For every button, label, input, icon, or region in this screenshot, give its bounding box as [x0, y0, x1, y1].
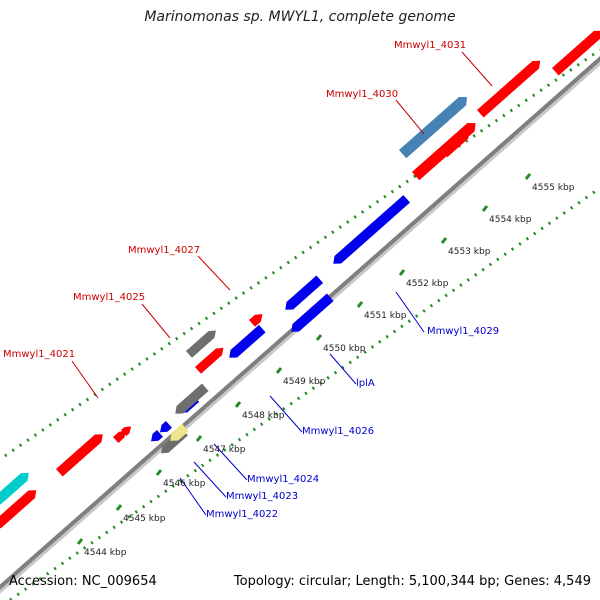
scale-label: 4555 kbp	[532, 183, 575, 193]
scale-label: 4544 kbp	[84, 548, 127, 558]
gene-feature[interactable]	[195, 344, 226, 374]
tick-mark	[76, 538, 84, 545]
gene-feature[interactable]	[399, 93, 471, 159]
gene-feature[interactable]	[440, 126, 473, 158]
gene-label: Mmwyl1_4029	[427, 326, 499, 337]
gene-feature[interactable]	[0, 487, 40, 529]
scale-label: 4546 kbp	[163, 479, 206, 489]
scale-label: 4553 kbp	[448, 247, 491, 257]
label-leaders	[71, 51, 493, 516]
gene-label: Mmwyl1_4030	[326, 89, 398, 100]
label-leader	[179, 477, 207, 516]
label-leader	[269, 395, 303, 433]
gene-label: Mmwyl1_4023	[226, 491, 298, 502]
tick-mark	[275, 367, 283, 374]
gene-feature[interactable]	[56, 431, 106, 477]
gene-label: Mmwyl1_4021	[3, 349, 75, 360]
scale-label: 4545 kbp	[123, 514, 166, 524]
gene-feature[interactable]	[288, 293, 334, 336]
gene-feature[interactable]	[552, 27, 600, 76]
tick-mark	[155, 469, 163, 476]
gene-feature[interactable]	[249, 311, 265, 327]
gene-label: Mmwyl1_4031	[394, 40, 466, 51]
gene-feature[interactable]	[330, 195, 411, 267]
label-leader	[213, 443, 248, 481]
scale-label: 4552 kbp	[406, 279, 449, 289]
reverse-tick-track	[9, 186, 600, 600]
map-title: Marinomonas sp. MWYL1, complete genome	[144, 9, 456, 25]
label-leader	[141, 303, 171, 339]
gene-label: Mmwyl1_4024	[247, 474, 319, 485]
scale-label: 4548 kbp	[242, 411, 285, 421]
tick-mark	[234, 401, 242, 408]
accession-label: Accession: NC_009654	[9, 574, 157, 589]
gene-feature[interactable]	[167, 423, 189, 445]
gene-feature[interactable]	[477, 57, 544, 118]
gene-label: Mmwyl1_4022	[206, 509, 278, 520]
gene-feature[interactable]	[157, 421, 172, 436]
gene-label: Mmwyl1_4026	[302, 426, 374, 437]
tick-mark	[356, 301, 364, 308]
scale-label: 4554 kbp	[489, 215, 532, 225]
gene-feature[interactable]	[186, 327, 219, 358]
major-ticks	[76, 173, 532, 545]
gene-label: lplA	[356, 378, 375, 389]
gene-feature[interactable]	[172, 383, 209, 417]
label-leader	[193, 461, 227, 498]
gene-feature[interactable]	[148, 430, 163, 445]
gene-labels: Mmwyl1_4031Mmwyl1_4030Mmwyl1_4027Mmwyl1_…	[3, 40, 499, 520]
label-leader	[197, 255, 231, 291]
label-leader	[329, 353, 357, 385]
scale-labels: 4544 kbp 4545 kbp 4546 kbp 4547 kbp 4548 kbp…	[84, 183, 575, 558]
gene-feature[interactable]	[282, 275, 324, 314]
label-leader	[71, 360, 99, 399]
gene-features	[0, 27, 600, 529]
label-leader	[461, 51, 493, 87]
gene-label: Mmwyl1_4025	[73, 292, 145, 303]
gene-feature[interactable]	[113, 428, 129, 443]
tick-mark	[524, 173, 532, 180]
tick-mark	[195, 435, 203, 442]
gene-label: Mmwyl1_4027	[128, 245, 200, 256]
label-leader	[395, 291, 425, 333]
scale-label: 4550 kbp	[323, 344, 366, 354]
label-leader	[395, 99, 425, 135]
topology-label: Topology: circular; Length: 5,100,344 bp…	[233, 574, 591, 589]
tick-mark	[115, 504, 123, 511]
scale-label: 4551 kbp	[364, 311, 407, 321]
forward-tick-track	[0, 48, 600, 461]
scale-label: 4549 kbp	[283, 377, 326, 387]
tick-mark	[481, 205, 489, 212]
tick-mark	[398, 269, 406, 276]
gene-feature[interactable]	[121, 423, 134, 436]
gene-feature[interactable]	[0, 469, 32, 505]
tick-mark	[440, 237, 448, 244]
tick-mark	[315, 334, 323, 341]
gene-feature[interactable]	[226, 324, 266, 362]
scale-label: 4547 kbp	[203, 445, 246, 455]
